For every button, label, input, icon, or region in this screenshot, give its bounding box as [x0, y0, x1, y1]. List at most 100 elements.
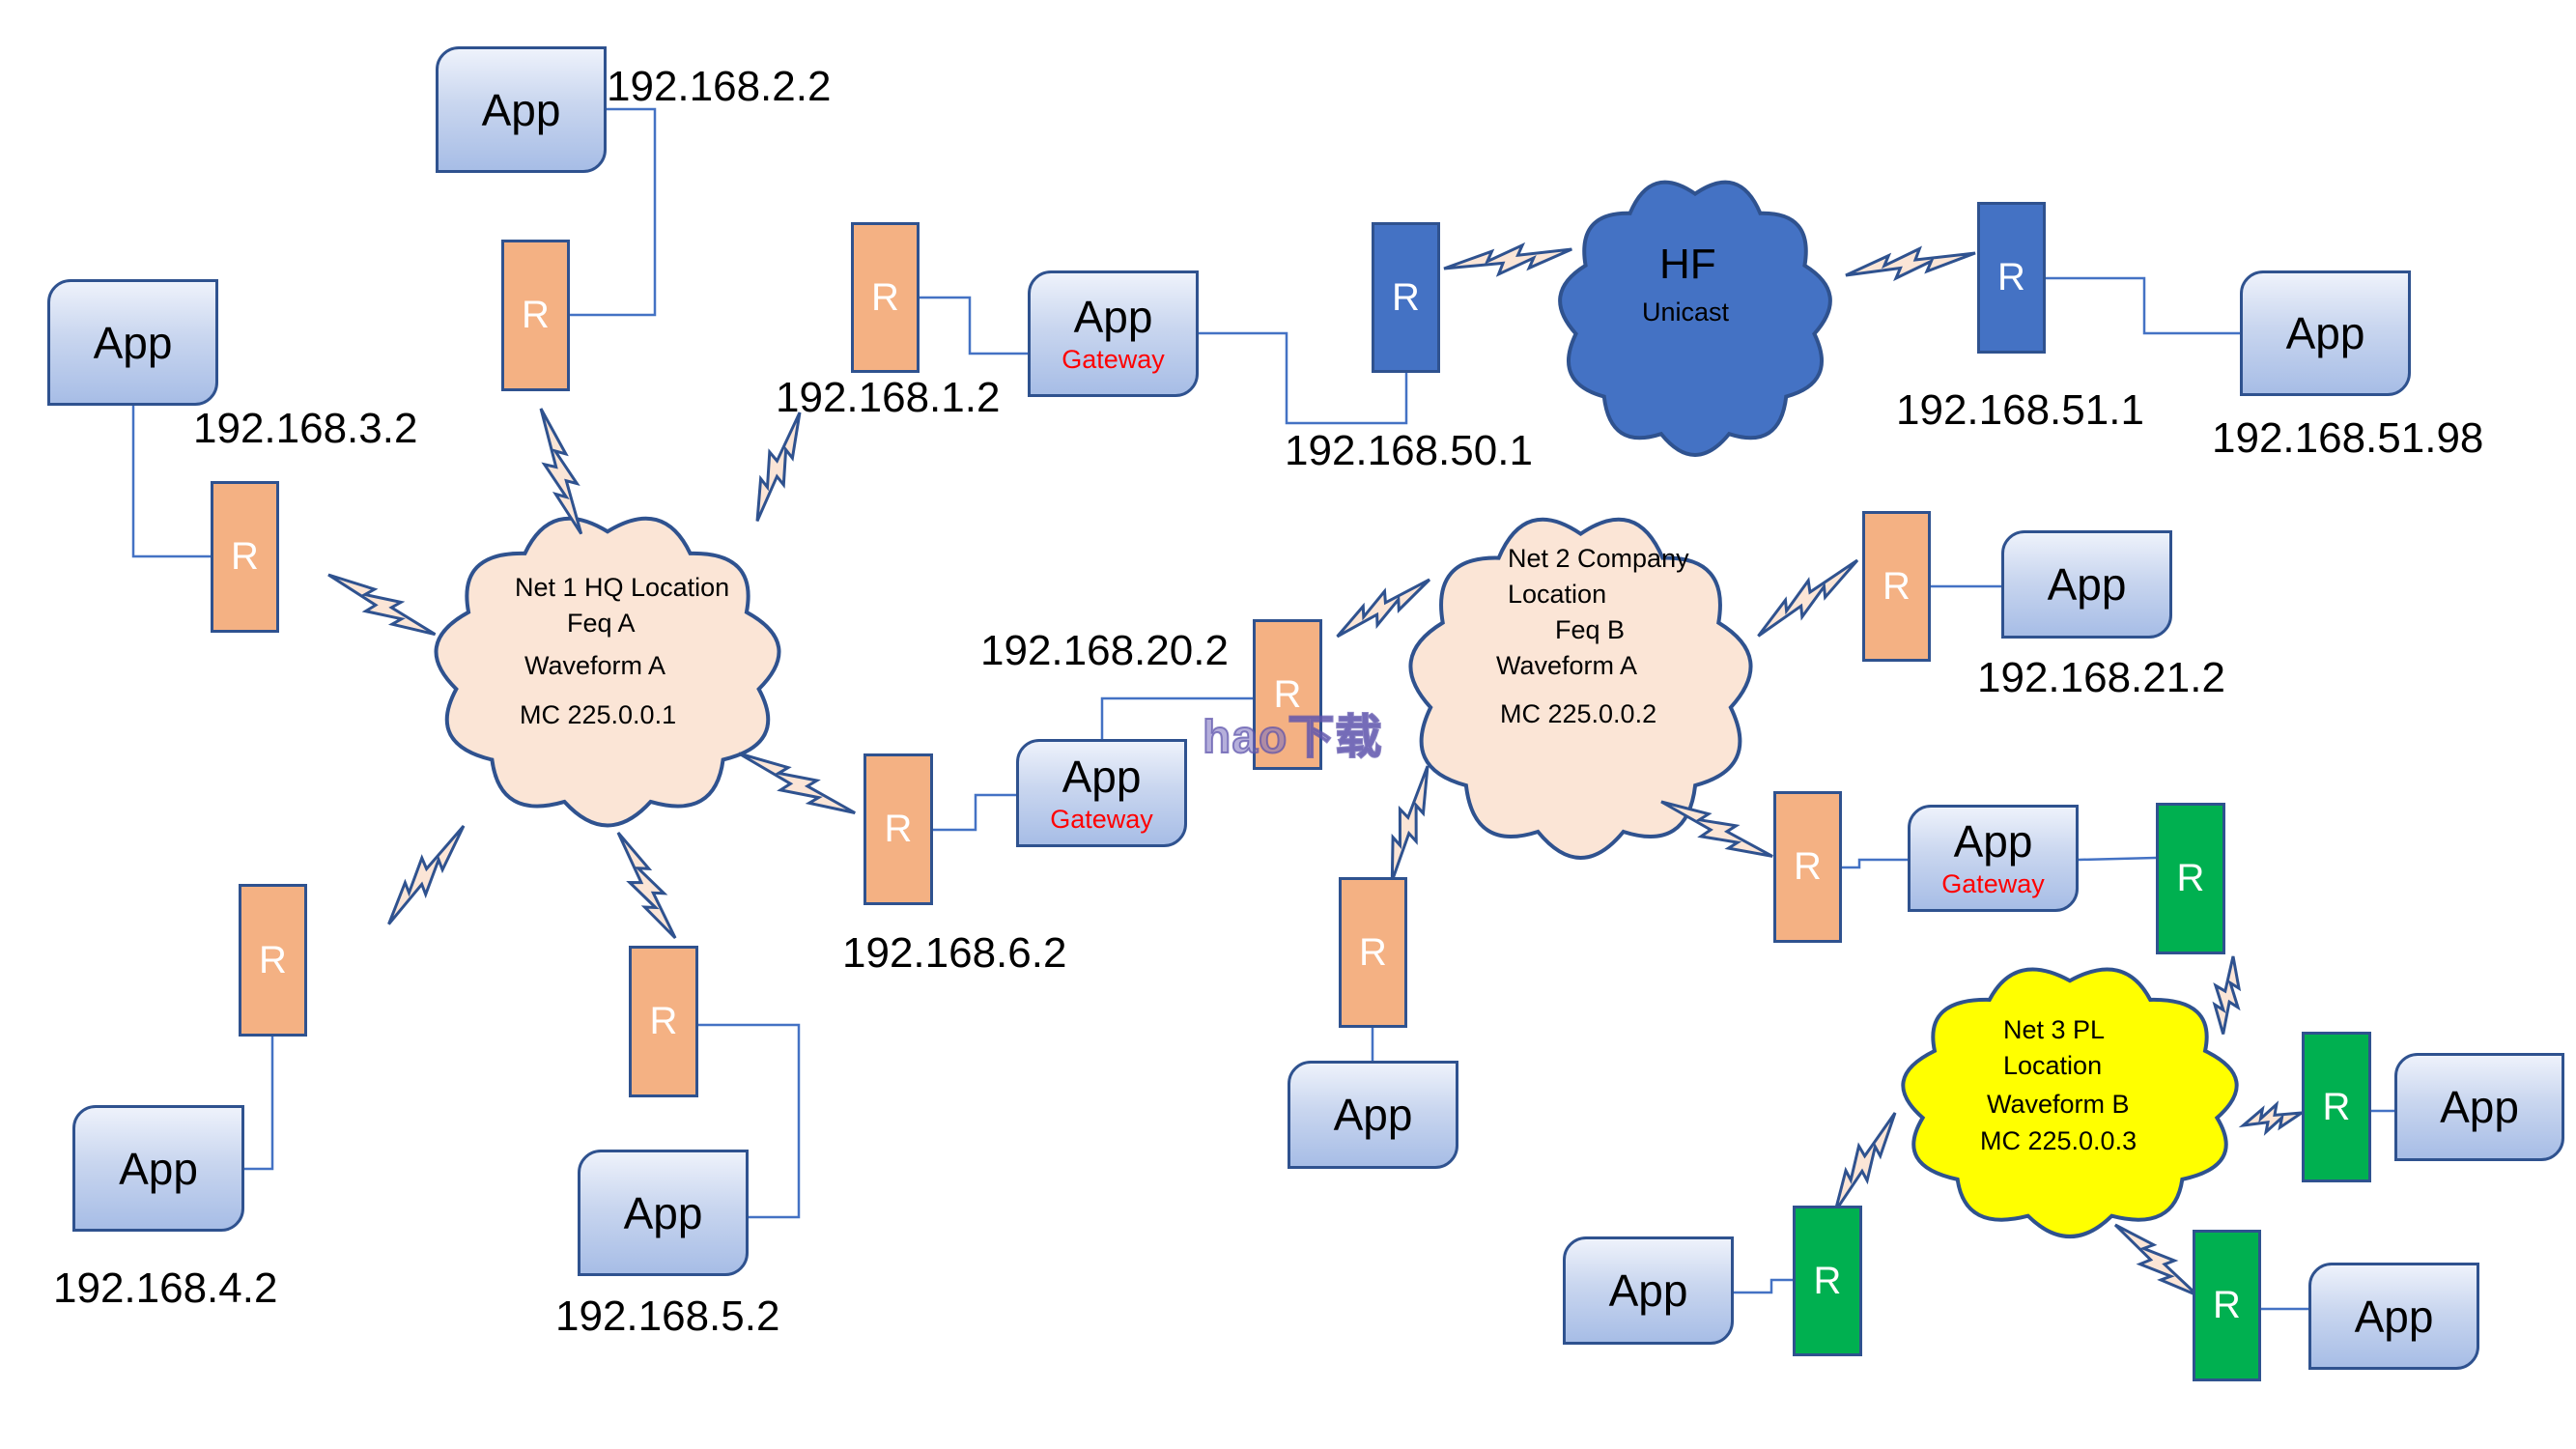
- lightning-bolt-icon: [2238, 1100, 2307, 1136]
- radio-r-20-2[interactable]: R: [1253, 619, 1322, 770]
- radio-r-2-2[interactable]: R: [501, 240, 570, 391]
- app-label: App: [2354, 1291, 2434, 1342]
- link-line: [570, 107, 657, 317]
- radio-r-4-2[interactable]: R: [239, 884, 307, 1037]
- app-label: App: [481, 84, 561, 135]
- app-label: App: [2440, 1082, 2519, 1132]
- app-label: App: [93, 317, 173, 368]
- cloud-label-net2: MC 225.0.0.2: [1500, 699, 1657, 728]
- app-label: App: [119, 1143, 198, 1194]
- cloud-net1: [434, 516, 781, 828]
- lightning-bolt-icon: [1757, 558, 1859, 638]
- app-app-51-98[interactable]: App: [2240, 270, 2411, 396]
- ip-label: 192.168.1.2: [776, 374, 1001, 421]
- lightning-bolt-icon: [2212, 955, 2242, 1035]
- cloud-label-net1: MC 225.0.0.1: [520, 700, 677, 729]
- radio-r-net3-gw[interactable]: R: [2156, 803, 2225, 954]
- ip-label: 192.168.2.2: [607, 63, 832, 110]
- cloud-label-net1: Feq A: [567, 609, 636, 638]
- app-app-4-2[interactable]: App: [72, 1105, 244, 1232]
- radio-label: R: [871, 275, 899, 319]
- app-app-net3-right[interactable]: App: [2394, 1053, 2564, 1161]
- ip-label: 192.168.21.2: [1977, 654, 2225, 701]
- radio-label: R: [2176, 857, 2205, 899]
- radio-label: R: [231, 535, 259, 578]
- lightning-bolt-icon: [1336, 578, 1431, 639]
- radio-r-21-2[interactable]: R: [1862, 511, 1931, 662]
- radio-r-3-2[interactable]: R: [211, 481, 279, 633]
- radio-r-1-2[interactable]: R: [851, 222, 920, 373]
- radio-label: R: [1882, 564, 1911, 608]
- lightning-bolt-icon: [1390, 765, 1430, 882]
- app-label: App: [2285, 308, 2365, 358]
- app-app-2-2[interactable]: App: [436, 46, 607, 173]
- radio-label: R: [1359, 930, 1387, 974]
- radio-label: R: [1392, 275, 1420, 319]
- cloud-label-net2: Feq B: [1555, 615, 1626, 644]
- cloud-label-net3: Net 3 PL: [2003, 1015, 2106, 1044]
- lightning-bolt-icon: [1443, 242, 1572, 277]
- ip-label: 192.168.4.2: [53, 1264, 278, 1312]
- cloud-label-net3: Location: [2003, 1051, 2103, 1080]
- radio-label: R: [522, 294, 550, 336]
- radio-r-5-2[interactable]: R: [629, 946, 698, 1097]
- app-label: App: [1073, 292, 1153, 342]
- radio-r-6-2[interactable]: R: [863, 753, 933, 905]
- lightning-bolt-icon: [755, 412, 802, 523]
- app-label: App: [1953, 816, 2033, 867]
- cloud-label-net2: Location: [1508, 580, 1607, 609]
- cloud-label-net1: Waveform A: [524, 651, 666, 680]
- radio-r-51-1[interactable]: R: [1977, 202, 2046, 354]
- link-line: [1199, 331, 1408, 425]
- radio-r-net3-right[interactable]: R: [2302, 1032, 2371, 1182]
- link-line: [1842, 858, 1908, 869]
- app-label: App: [2047, 559, 2127, 610]
- radio-r-50-1[interactable]: R: [1372, 222, 1440, 373]
- link-line: [244, 1037, 274, 1171]
- watermark: hao下载: [1202, 711, 1383, 764]
- cloud-label-hf: HF: [1659, 241, 1716, 288]
- ip-label: 192.168.51.1: [1896, 386, 2144, 434]
- gateway-label: Gateway: [1050, 804, 1153, 834]
- radio-label: R: [2322, 1085, 2351, 1128]
- app-app-21-2[interactable]: App: [2001, 530, 2172, 639]
- ip-label: 192.168.50.1: [1285, 427, 1533, 474]
- radio-label: R: [1997, 256, 2025, 298]
- radio-label: R: [884, 808, 913, 850]
- ip-label: 192.168.5.2: [555, 1293, 780, 1340]
- cloud-hf: [1558, 180, 1832, 457]
- lightning-bolt-icon: [738, 752, 856, 814]
- app-app-net3-left[interactable]: App: [1563, 1236, 1734, 1345]
- radio-r-net2-bottom[interactable]: R: [1339, 877, 1407, 1028]
- cloud-label-hf: Unicast: [1642, 298, 1730, 327]
- link-line: [1734, 1278, 1793, 1294]
- app-app-net2-bottom[interactable]: App: [1288, 1061, 1458, 1169]
- cloud-net3: [1901, 967, 2239, 1238]
- app-app-3-2[interactable]: App: [47, 279, 218, 406]
- app-app-5-2[interactable]: App: [578, 1150, 749, 1276]
- radio-r-net3-left[interactable]: R: [1793, 1206, 1862, 1356]
- radio-r-net3-bottom[interactable]: R: [2193, 1230, 2261, 1381]
- radio-label: R: [1273, 672, 1302, 716]
- lightning-bolt-icon: [1660, 800, 1773, 858]
- cloud-net2: [1408, 517, 1753, 860]
- lightning-bolt-icon: [616, 832, 677, 940]
- app-label: App: [1608, 1265, 1688, 1316]
- cloud-label-net3: MC 225.0.0.3: [1980, 1126, 2137, 1155]
- cloud-label-net2: Waveform A: [1496, 651, 1638, 680]
- lightning-bolt-icon: [387, 825, 466, 925]
- link-line: [2078, 856, 2157, 862]
- gateway-label: Gateway: [1062, 345, 1165, 374]
- app-label: App: [623, 1187, 703, 1238]
- lightning-bolt-icon: [1833, 1112, 1897, 1212]
- radio-label: R: [259, 938, 287, 981]
- radio-label: R: [1813, 1259, 1842, 1302]
- app-app-net3-bottom[interactable]: App: [2308, 1263, 2479, 1370]
- ip-label: 192.168.20.2: [980, 627, 1229, 674]
- radio-r-net2-gw[interactable]: R: [1773, 791, 1842, 943]
